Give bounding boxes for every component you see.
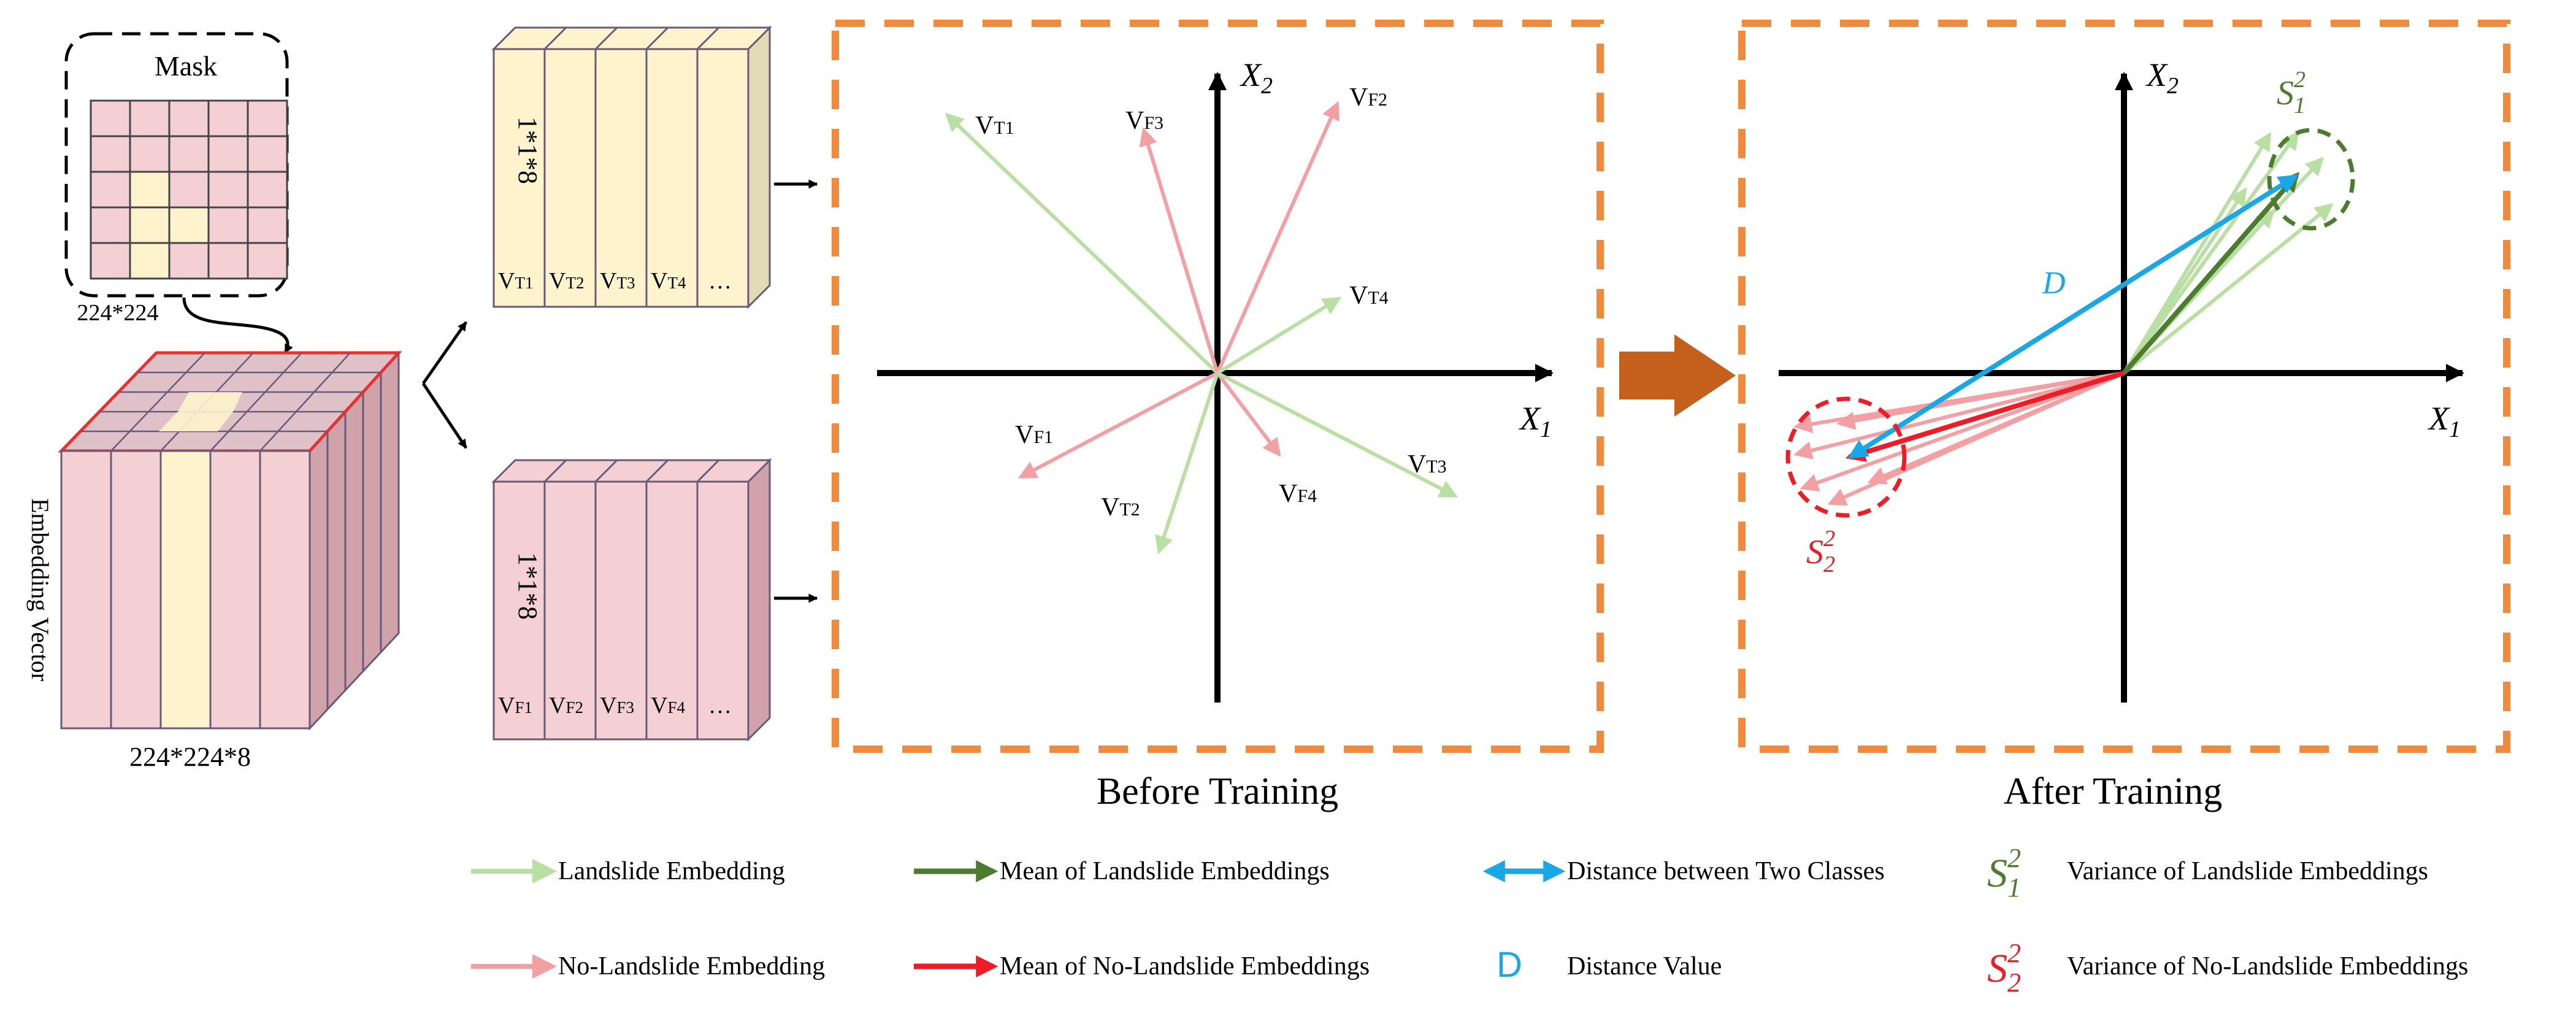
variance-no-landslide-label: S22 — [1806, 526, 1835, 577]
embedding-cube: Embedding Vector 224*224*8 — [26, 350, 402, 772]
vector-t2-arrow — [1155, 372, 1219, 555]
after-frame — [1738, 20, 2510, 753]
mask-grid — [90, 99, 288, 280]
vector-f2-arrow — [1216, 101, 1340, 374]
mask-to-embedding-arrow — [182, 297, 293, 354]
vector-t3-label: VT3 — [1408, 450, 1447, 479]
legend-variance-no-landslide: S22 Variance of No-Landslide Embeddings — [1987, 938, 2468, 998]
legend-mean-landslide: Mean of Landslide Embeddings — [914, 857, 1330, 885]
mask-panel: Mask 224*224 — [64, 32, 293, 354]
legend-distance-label: Distance between Two Classes — [1567, 857, 1885, 885]
vector-cell-ellipsis-f: … — [708, 693, 732, 718]
vector-cell-ellipsis: … — [708, 268, 732, 294]
variance-no-landslide-circle — [1785, 396, 1907, 518]
vector-f3-label: VF3 — [1125, 107, 1163, 135]
before-x-axis-label: X1 — [1519, 400, 1552, 442]
legend-distance-value: D Distance Value — [1497, 945, 1722, 985]
vector-cell-t4: VT4 — [651, 268, 686, 294]
legend-no-landslide: No-Landslide Embedding — [471, 952, 825, 980]
after-no-landslide-vectors — [1793, 371, 2125, 506]
vector-cell-f1: VF1 — [498, 693, 532, 718]
vector-cell-t2: VT2 — [549, 268, 584, 294]
vector-t4-arrow — [1216, 296, 1342, 375]
vector-f1-arrow — [1018, 371, 1219, 479]
mask-size-label: 224*224 — [77, 300, 159, 326]
vector-cell-f2: VF2 — [549, 693, 583, 718]
split-arrows — [421, 321, 468, 449]
legend-mean-landslide-label: Mean of Landslide Embeddings — [1000, 857, 1330, 885]
vector-t1-label: VT1 — [975, 112, 1014, 140]
after-training-panel: X1 X2 D S12 S22 After Training — [1738, 20, 2510, 812]
vector-t2-label: VT2 — [1101, 493, 1140, 522]
vector-cell-t3: VT3 — [600, 268, 635, 294]
after-y-axis-label: X2 — [2145, 56, 2179, 99]
after-training-caption: After Training — [2004, 771, 2223, 812]
legend-distance: Distance between Two Classes — [1482, 857, 1885, 885]
distance-label: D — [2042, 266, 2066, 301]
legend-no-landslide-label: No-Landslide Embedding — [558, 952, 825, 980]
legend-mean-no-landslide-label: Mean of No-Landslide Embeddings — [1000, 952, 1370, 980]
after-x-axis-label: X1 — [2428, 400, 2461, 442]
variance-landslide-circle — [2267, 128, 2355, 231]
before-training-panel: X1 X2 VT1 VF3 VF2 VT4 VF1 VT2 VF4 VT3 Be… — [832, 20, 1604, 812]
vector-cell-t1: VT1 — [498, 268, 533, 294]
legend-variance-landslide-label: Variance of Landslide Embeddings — [2067, 857, 2428, 885]
vector-t3-arrow — [1216, 371, 1459, 498]
vector-t4-label: VT4 — [1349, 282, 1389, 310]
no-landslide-vector-stack: 1*1*8 VF1 VF2 VF3 VF4 … — [491, 458, 818, 742]
no-landslide-dim-label: 1*1*8 — [513, 552, 543, 620]
vector-f4-arrow — [1216, 372, 1281, 457]
vector-cell-f3: VF3 — [600, 693, 634, 718]
legend-distance-value-label: Distance Value — [1567, 952, 1722, 980]
vector-f1-label: VF1 — [1015, 421, 1053, 449]
before-frame — [832, 20, 1604, 753]
vector-f2-label: VF2 — [1349, 83, 1387, 112]
distance-arrow — [1847, 174, 2299, 459]
embedding-vector-label: Embedding Vector — [26, 498, 54, 681]
legend-distance-symbol: D — [1497, 945, 1522, 985]
mask-title: Mask — [155, 50, 217, 82]
before-y-axis-label: X2 — [1240, 56, 1273, 99]
landslide-vector-stack: 1*1*8 VT1 VT2 VT3 VT4 … — [491, 25, 818, 309]
legend-variance-no-landslide-label: Variance of No-Landslide Embeddings — [2067, 952, 2468, 980]
landslide-dim-label: 1*1*8 — [513, 117, 543, 184]
legend-landslide: Landslide Embedding — [471, 857, 785, 885]
vector-t1-arrow — [945, 112, 1219, 375]
legend-variance-landslide: S12 Variance of Landslide Embeddings — [1987, 843, 2428, 903]
legend-mean-no-landslide: Mean of No-Landslide Embeddings — [914, 952, 1370, 980]
variance-landslide-label: S12 — [2277, 67, 2306, 118]
vector-f3-arrow — [1139, 127, 1219, 374]
before-vectors — [945, 101, 1459, 555]
vector-f4-label: VF4 — [1279, 480, 1317, 508]
legend-s2-symbol: S22 — [1987, 938, 2021, 998]
legend-s1-symbol: S12 — [1987, 843, 2021, 903]
embedding-size-label: 224*224*8 — [129, 742, 251, 772]
before-training-caption: Before Training — [1097, 771, 1338, 812]
vector-cell-f4: VF4 — [651, 693, 685, 718]
mean-landslide-arrow — [2122, 172, 2300, 375]
legend-landslide-label: Landslide Embedding — [558, 857, 785, 885]
transition-arrow-icon — [1619, 334, 1736, 417]
legend: Landslide Embedding Mean of Landslide Em… — [471, 843, 2468, 998]
